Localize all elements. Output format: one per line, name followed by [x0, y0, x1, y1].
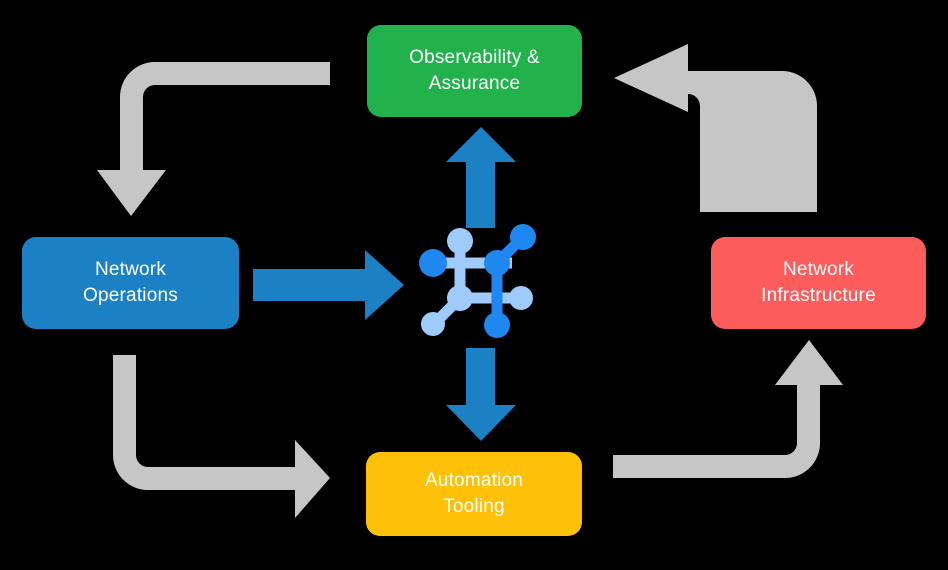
arrow-observability-to-operations [97, 62, 330, 216]
arrow-automation-to-infrastructure [613, 340, 843, 478]
arrow-center-to-automation [446, 348, 516, 441]
node-observability-assurance[interactable]: Observability & Assurance [367, 25, 582, 117]
node-observability-label: Observability & Assurance [409, 47, 540, 94]
node-automation-tooling[interactable]: Automation Tooling [366, 452, 582, 536]
node-network-infrastructure[interactable]: Network Infrastructure [711, 237, 926, 329]
arrow-center-to-observability [446, 127, 516, 228]
node-network-operations-label: Network Operations [83, 259, 178, 306]
node-network-operations[interactable]: Network Operations [22, 237, 239, 329]
node-automation-tooling-label: Automation Tooling [424, 470, 524, 517]
node-network-infrastructure-label: Network Infrastructure [761, 259, 876, 306]
arrow-infrastructure-to-observability [614, 44, 817, 212]
arrow-operations-to-center [253, 250, 404, 320]
arrow-operations-to-automation [113, 355, 330, 518]
